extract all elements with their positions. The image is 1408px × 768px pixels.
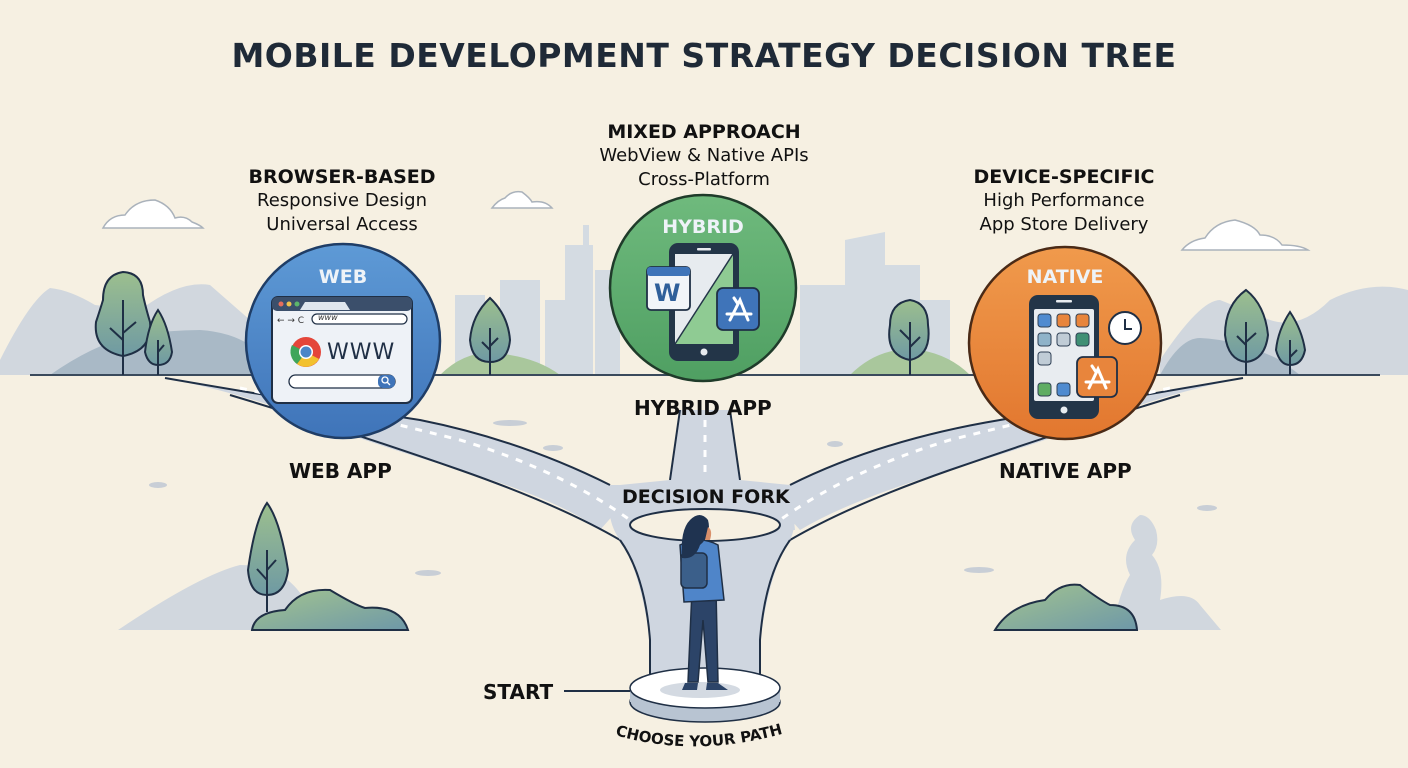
bush-lower-left: [250, 588, 410, 631]
tree-left-large: [94, 270, 174, 375]
browser-www-text: WWW: [327, 340, 396, 365]
hybrid-app-label: HYBRID APP: [634, 396, 772, 420]
traveler-figure: [679, 515, 728, 690]
hybrid-description: MIXED APPROACH WebView & Native APIs Cro…: [564, 120, 844, 192]
tree-lower-left: [246, 501, 290, 612]
native-line2: App Store Delivery: [979, 214, 1149, 235]
hybrid-web-glyph: W: [654, 279, 681, 307]
hybrid-badge: HYBRID: [662, 216, 744, 238]
hybrid-line1: WebView & Native APIs: [599, 145, 809, 166]
hybrid-line2: Cross-Platform: [638, 169, 770, 190]
start-label: START: [483, 680, 554, 704]
native-description: DEVICE-SPECIFIC High Performance App Sto…: [944, 165, 1184, 237]
decision-fork-label: DECISION FORK: [622, 486, 790, 508]
choose-path-label: CHOOSE YOUR PATH: [614, 720, 784, 750]
start-platform: [629, 667, 781, 723]
native-line1: High Performance: [983, 190, 1145, 211]
page-title: MOBILE DEVELOPMENT STRATEGY DECISION TRE…: [231, 36, 1177, 75]
web-description: BROWSER-BASED Responsive Design Universa…: [222, 165, 462, 237]
web-line1: Responsive Design: [257, 190, 427, 211]
browser-url-text: www: [318, 313, 338, 322]
tree-center-left: [468, 296, 512, 375]
clouds: [101, 190, 1311, 251]
web-heading: BROWSER-BASED: [248, 166, 436, 188]
web-line2: Universal Access: [266, 214, 418, 235]
bush-lower-right: [993, 583, 1139, 631]
web-app-label: WEB APP: [289, 459, 392, 483]
native-app-label: NATIVE APP: [999, 459, 1132, 483]
svg-text:← → C: ← → C: [277, 316, 304, 326]
native-badge: NATIVE: [1026, 266, 1104, 288]
native-heading: DEVICE-SPECIFIC: [973, 166, 1155, 188]
hybrid-heading: MIXED APPROACH: [607, 121, 801, 143]
web-badge: WEB: [318, 266, 368, 288]
tree-right: [1223, 288, 1307, 375]
web-circle[interactable]: ← → C: [244, 242, 442, 440]
tree-center-right: [888, 298, 930, 375]
hybrid-circle[interactable]: [608, 193, 798, 383]
native-circle[interactable]: [967, 245, 1163, 441]
